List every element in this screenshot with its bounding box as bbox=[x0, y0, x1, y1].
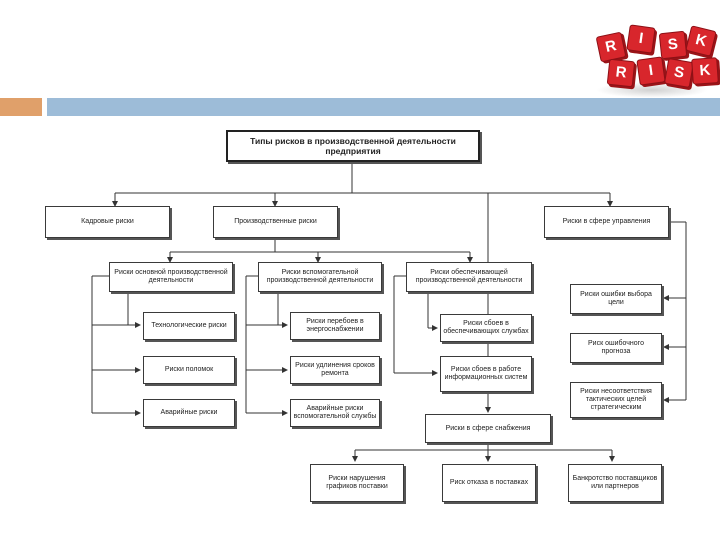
node-supply-refusal-risk: Риск отказа в поставках bbox=[442, 464, 536, 502]
node-goal-choice-risk: Риски ошибки выбора цели bbox=[570, 284, 662, 314]
decor-band-orange bbox=[0, 98, 42, 116]
node-breakdown-risks: Риски поломок bbox=[143, 356, 235, 384]
node-production-risks: Производственные риски bbox=[213, 206, 338, 238]
node-power-outage-risks: Риски перебоев в энергоснабжении bbox=[290, 312, 380, 340]
node-delivery-schedule-risks: Риски нарушения графиков поставки bbox=[310, 464, 404, 502]
node-auxiliary-emergency-risks: Аварийные риски вспомогательной службы bbox=[290, 399, 380, 427]
node-repair-delay-risks: Риски удлинения сроков ремонта bbox=[290, 356, 380, 384]
node-personnel-risks: Кадровые риски bbox=[45, 206, 170, 238]
node-forecast-risk: Риск ошибочного прогноза bbox=[570, 333, 662, 363]
risk-logo: R I S K R I S K bbox=[588, 20, 719, 100]
node-technological-risks: Технологические риски bbox=[143, 312, 235, 340]
node-management-risks: Риски в сфере управления bbox=[544, 206, 669, 238]
node-supply-risks: Риски в сфере снабжения bbox=[425, 414, 551, 443]
root-node: Типы рисков в производственной деятельно… bbox=[226, 130, 480, 162]
node-tactics-strategy-risk: Риски несоответствия тактических целей с… bbox=[570, 382, 662, 418]
node-service-production: Риски обеспечивающей производственной де… bbox=[406, 262, 532, 292]
decor-band-blue bbox=[47, 98, 720, 116]
node-emergency-risks: Аварийные риски bbox=[143, 399, 235, 427]
node-it-failure-risks: Риски сбоев в работе информационных сист… bbox=[440, 356, 532, 392]
node-auxiliary-production: Риски вспомогательной производственной д… bbox=[258, 262, 382, 292]
node-service-failure-risks: Риски сбоев в обеспечивающих службах bbox=[440, 314, 532, 342]
node-bankruptcy-risk: Банкротство поставщиков или партнеров bbox=[568, 464, 662, 502]
node-main-production: Риски основной производственной деятельн… bbox=[109, 262, 233, 292]
